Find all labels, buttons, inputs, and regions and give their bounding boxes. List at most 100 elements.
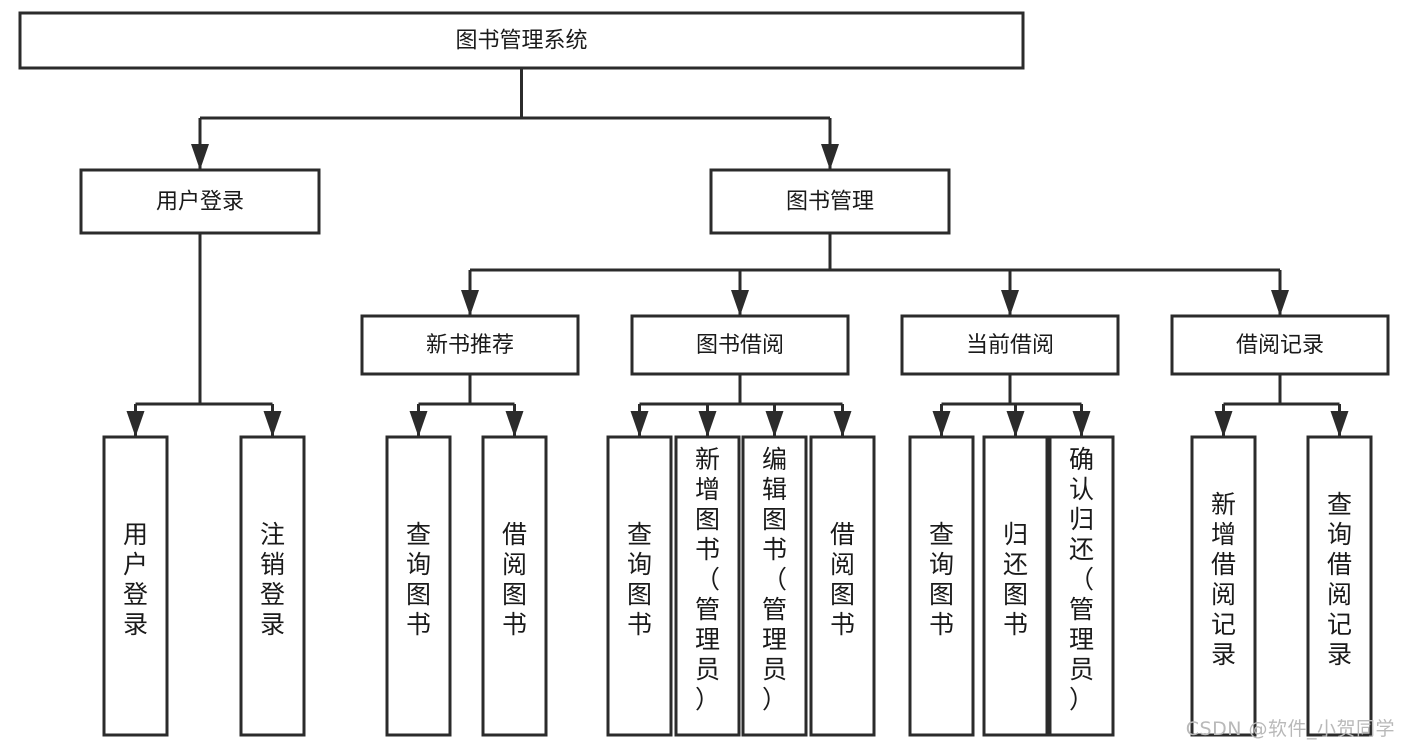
node-label: 用户登录: [123, 520, 148, 639]
nodes-layer: 图书管理系统用户登录图书管理新书推荐图书借阅当前借阅借阅记录用户登录注销登录查询…: [18, 11, 1390, 737]
node-label-char: 录: [260, 610, 285, 639]
arrow-head: [409, 411, 428, 437]
arrow-head: [821, 144, 839, 170]
node-box[interactable]: [1306, 435, 1373, 737]
node-box[interactable]: [1048, 435, 1115, 737]
node-leaf-bb-edit[interactable]: 编辑图书（管理员）: [741, 435, 808, 737]
node-leaf-bb-add[interactable]: 新增图书（管理员）: [674, 435, 741, 737]
node-label-char: 理: [762, 625, 787, 654]
node-label-char: 书: [830, 610, 855, 639]
node-leaf-bb-query[interactable]: 查询图书: [606, 435, 673, 737]
node-leaf-bb-borrow[interactable]: 借阅图书: [809, 435, 876, 737]
arrow-head: [630, 411, 649, 437]
node-leaf-cb-confirm[interactable]: 确认归还（管理员）: [1048, 435, 1115, 737]
node-label-char: 书: [627, 610, 652, 639]
node-box[interactable]: [1190, 435, 1257, 737]
node-leaf-rec-query[interactable]: 查询图书: [385, 435, 452, 737]
edge-group-user-login: [126, 233, 282, 437]
node-label: 图书借阅: [696, 333, 784, 358]
node-label-char: 书: [406, 610, 431, 639]
node-label-char: 图: [1003, 580, 1028, 609]
node-box[interactable]: [674, 435, 741, 737]
node-leaf-cb-return[interactable]: 归还图书: [982, 435, 1049, 737]
node-label-char: 借: [830, 520, 855, 549]
node-leaf-br-query[interactable]: 查询借阅记录: [1306, 435, 1373, 737]
node-leaf-br-add[interactable]: 新增借阅记录: [1190, 435, 1257, 737]
node-box[interactable]: [1170, 314, 1390, 376]
node-label-char: 图: [502, 580, 527, 609]
node-book-borrow[interactable]: 图书借阅: [630, 314, 850, 376]
node-root-图书管理系统[interactable]: 图书管理系统: [18, 11, 1025, 70]
node-label-char: 户: [123, 550, 148, 579]
node-box[interactable]: [709, 168, 951, 235]
node-label-char: （: [695, 565, 720, 594]
node-book-manage[interactable]: 图书管理: [709, 168, 951, 235]
node-label-char: 增: [1211, 520, 1236, 549]
node-label-char: 图: [695, 505, 720, 534]
node-box[interactable]: [630, 314, 850, 376]
node-label-char: 阅: [502, 550, 527, 579]
node-label-char: 书: [762, 535, 787, 564]
node-user-login[interactable]: 用户登录: [79, 168, 321, 235]
node-label-char: 借: [502, 520, 527, 549]
node-label-char: ）: [695, 685, 720, 714]
node-label-char: 记: [1211, 610, 1236, 639]
node-box[interactable]: [102, 435, 169, 737]
node-label-char: 录: [1211, 640, 1236, 669]
node-label: 借阅图书: [502, 520, 527, 639]
node-leaf-cb-query[interactable]: 查询图书: [908, 435, 975, 737]
node-label-char: 借: [1327, 550, 1352, 579]
node-label-char: 借: [1211, 550, 1236, 579]
node-label: 查询图书: [627, 520, 652, 639]
node-box[interactable]: [606, 435, 673, 737]
node-label-char: 编: [762, 445, 787, 474]
node-box[interactable]: [741, 435, 808, 737]
node-label: 新增借阅记录: [1211, 490, 1236, 669]
node-current-borrow[interactable]: 当前借阅: [900, 314, 1120, 376]
arrow-head: [191, 144, 209, 170]
node-label-char: 登: [260, 580, 285, 609]
node-label-char: 认: [1069, 475, 1094, 504]
node-label: 当前借阅: [966, 333, 1054, 358]
edge-group-root: [191, 68, 839, 170]
node-borrow-record[interactable]: 借阅记录: [1170, 314, 1390, 376]
node-box[interactable]: [481, 435, 548, 737]
node-label-char: 还: [1069, 535, 1094, 564]
node-box[interactable]: [239, 435, 306, 737]
node-label: 查询图书: [406, 520, 431, 639]
edge-group-new-book-rec: [409, 374, 524, 437]
node-label-char: 查: [406, 520, 431, 549]
node-label-char: 查: [627, 520, 652, 549]
node-label: 新增图书（管理员）: [695, 445, 720, 714]
node-label: 借阅记录: [1236, 333, 1324, 358]
node-box[interactable]: [79, 168, 321, 235]
node-label-char: 图: [406, 580, 431, 609]
node-box[interactable]: [809, 435, 876, 737]
node-box[interactable]: [908, 435, 975, 737]
node-box[interactable]: [360, 314, 580, 376]
node-leaf-user-logout[interactable]: 注销登录: [239, 435, 306, 737]
node-box[interactable]: [982, 435, 1049, 737]
node-label-char: 确: [1069, 445, 1094, 474]
watermark-label: CSDN @软件_小贺同学: [1185, 718, 1395, 740]
node-box[interactable]: [18, 11, 1025, 70]
node-box[interactable]: [900, 314, 1120, 376]
node-label-char: 归: [1003, 520, 1028, 549]
node-label-char: （: [762, 565, 787, 594]
edges-layer: [126, 68, 1349, 437]
node-new-book-rec[interactable]: 新书推荐: [360, 314, 580, 376]
node-label: 编辑图书（管理员）: [762, 445, 787, 714]
node-label-char: 询: [627, 550, 652, 579]
node-label-char: 销: [260, 550, 285, 579]
node-leaf-user-login[interactable]: 用户登录: [102, 435, 169, 737]
arrow-head: [765, 411, 784, 437]
node-box[interactable]: [385, 435, 452, 737]
node-label-char: 查: [1327, 490, 1352, 519]
arrow-head: [1001, 290, 1019, 316]
node-label-char: 用: [123, 520, 148, 549]
arrow-head: [1006, 411, 1025, 437]
node-label-char: ）: [1069, 685, 1094, 714]
node-label-char: 阅: [1211, 580, 1236, 609]
edge-group-book-borrow: [630, 374, 852, 437]
node-leaf-rec-borrow[interactable]: 借阅图书: [481, 435, 548, 737]
